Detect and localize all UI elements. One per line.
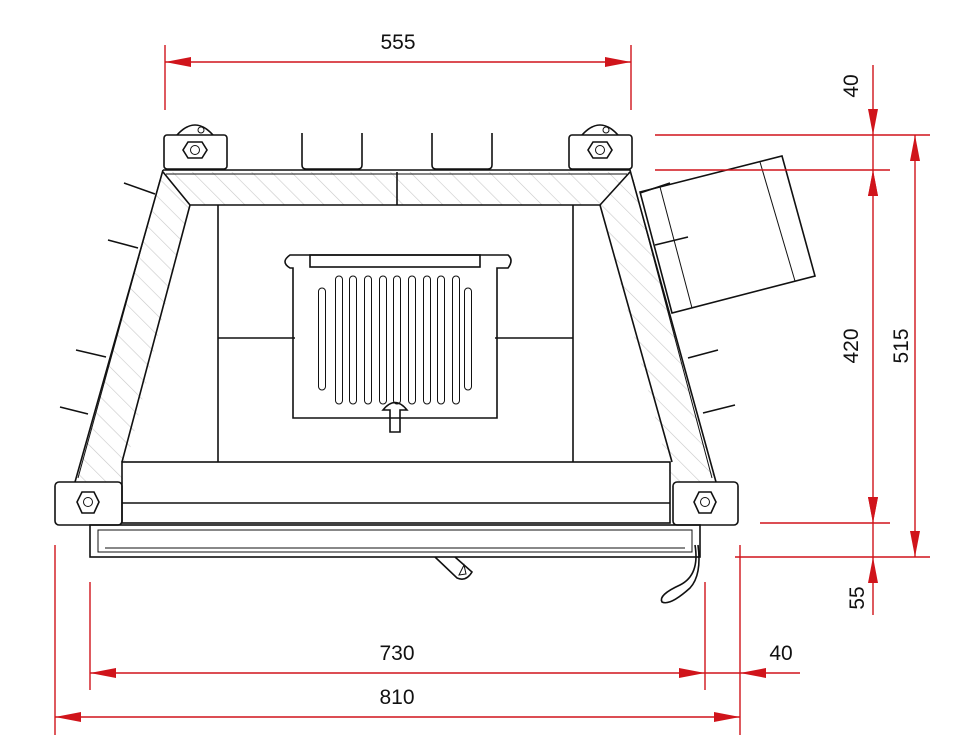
- grate-slot: [335, 275, 343, 405]
- dimension-arrowhead: [679, 668, 705, 678]
- grate-slot: [393, 275, 401, 405]
- dimension-labels: 555 40 420 515 55 730 40 810: [379, 31, 913, 709]
- dim-side-offset: 40: [769, 642, 792, 665]
- dimension-arrowhead: [605, 57, 631, 67]
- grate: [284, 254, 512, 433]
- dimension-arrowhead: [90, 668, 116, 678]
- dim-top-width: 555: [380, 31, 415, 54]
- stove-body: [74, 169, 717, 524]
- dim-inner-depth: 420: [840, 328, 863, 363]
- dimension-arrowhead: [910, 531, 920, 557]
- dim-top-offset: 40: [840, 74, 863, 97]
- dimension-arrowhead: [868, 170, 878, 196]
- bottom-left-bracket: [54, 481, 123, 526]
- grate-slot: [423, 275, 431, 405]
- dim-front-width: 730: [379, 642, 414, 665]
- bottom-right-bracket: [672, 481, 739, 526]
- dimension-lines: [54, 45, 930, 735]
- grate-slot: [318, 287, 326, 391]
- grate-slot: [452, 275, 460, 405]
- dimension-arrowhead: [868, 109, 878, 135]
- top-right-bracket: [568, 124, 633, 170]
- dimension-arrowhead: [868, 497, 878, 523]
- dim-front-offset: 55: [846, 586, 869, 609]
- grate-slot: [437, 275, 445, 405]
- grate-slot: [349, 275, 357, 405]
- dimension-arrowhead: [910, 135, 920, 161]
- grate-slot: [464, 287, 472, 391]
- top-left-bracket: [163, 124, 228, 170]
- dimension-arrowhead: [740, 668, 766, 678]
- grate-slot: [364, 275, 372, 405]
- dim-total-depth: 515: [890, 328, 913, 363]
- dimension-arrowhead: [868, 557, 878, 583]
- dimension-arrowhead: [714, 712, 740, 722]
- door-handle: [434, 544, 700, 604]
- insulation-hatch: [76, 172, 716, 482]
- dimension-arrowhead: [165, 57, 191, 67]
- flue-outlet: [639, 155, 816, 314]
- ash-pan: [89, 524, 701, 558]
- top-clips: [301, 133, 493, 170]
- grate-slot: [379, 275, 387, 405]
- grate-slot: [408, 275, 416, 405]
- dim-total-width: 810: [379, 686, 414, 709]
- dimension-arrowhead: [55, 712, 81, 722]
